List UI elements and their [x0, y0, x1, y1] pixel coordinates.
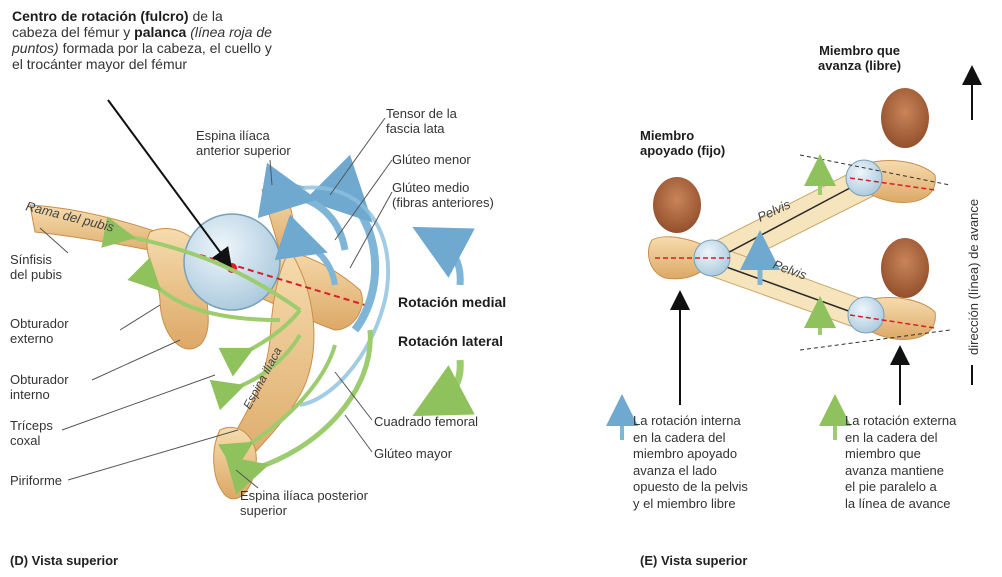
label-cuadrado-femoral: Cuadrado femoral: [374, 414, 478, 429]
label-gluteo-mayor: Glúteo mayor: [374, 446, 452, 461]
legend-medial-arrow: [437, 240, 460, 285]
fulcrum-header-line3-rest: formada por la cabeza, el cuello y: [59, 40, 272, 56]
right-top-foot-toes: [881, 88, 929, 148]
left-foot-toes: [653, 177, 701, 233]
label-miembro-libre: Miembro que avanza (libre): [818, 43, 901, 73]
label-tensor-fascia-lata: Tensor de la fascia lata: [386, 106, 457, 136]
legend-lateral-arrow: [437, 360, 460, 403]
caption-panel-d: (D) Vista superior: [10, 553, 118, 568]
fulcrum-header-line2-italic: (línea roja de: [186, 24, 272, 40]
label-rotacion-medial: Rotación medial: [398, 294, 506, 310]
fulcrum-header-bold: Centro de rotación (fulcro): [12, 8, 189, 24]
label-espina-posterior-superior: Espina ilíaca posterior superior: [240, 488, 368, 518]
fulcrum-header-line4: el trocánter mayor del fémur: [12, 56, 272, 72]
fulcrum-header-palanca: palanca: [134, 24, 186, 40]
label-rotacion-lateral: Rotación lateral: [398, 333, 503, 349]
femoral-head: [184, 214, 280, 310]
pelvis-line-upper: [718, 180, 865, 258]
fulcrum-header-rest: de la: [189, 8, 223, 24]
right-note-text: La rotación externa en la cadera del mie…: [845, 413, 956, 512]
caption-panel-e: (E) Vista superior: [640, 553, 747, 568]
left-note-text: La rotación interna en la cadera del mie…: [633, 413, 748, 512]
label-espina-anterior-superior: Espina ilíaca anterior superior: [196, 128, 291, 158]
label-gluteo-menor: Glúteo menor: [392, 152, 471, 167]
label-piriforme: Piriforme: [10, 473, 62, 488]
fulcrum-header-line3-italic: puntos): [12, 40, 59, 56]
label-triceps-coxal: Tríceps coxal: [10, 418, 53, 448]
label-sinfisis-pubis: Sínfisis del pubis: [10, 252, 62, 282]
fulcrum-header-line2-pre: cabeza del fémur y: [12, 24, 134, 40]
advance-direction-label: dirección (línea) de avance: [966, 199, 981, 355]
label-miembro-apoyado: Miembro apoyado (fijo): [640, 128, 725, 158]
label-gluteo-medio: Glúteo medio (fibras anteriores): [392, 180, 494, 210]
label-obturador-externo: Obturador externo: [10, 316, 69, 346]
right-bottom-foot-toes: [881, 238, 929, 298]
fulcrum-header: Centro de rotación (fulcro) de la cabeza…: [12, 8, 272, 72]
label-obturador-interno: Obturador interno: [10, 372, 69, 402]
